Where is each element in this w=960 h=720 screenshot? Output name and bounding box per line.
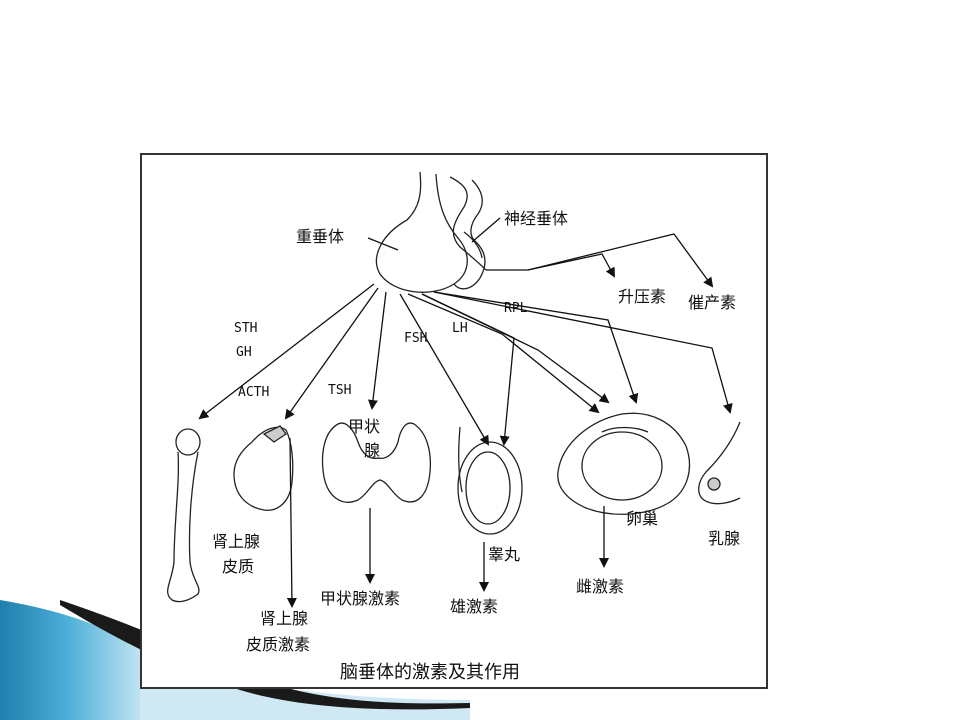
mammary-illustration <box>699 422 740 504</box>
label-product-adrenal-2: 皮质激素 <box>246 635 310 654</box>
label-anterior-lobe: 重垂体 <box>296 227 344 246</box>
label-tsh: TSH <box>328 383 351 398</box>
label-product-estrogen: 雌激素 <box>576 577 624 596</box>
label-fsh: FSH <box>404 331 427 346</box>
label-gh: GH <box>236 345 252 360</box>
label-sth: STH <box>234 321 257 336</box>
leader-posterior <box>472 218 500 242</box>
arrow-rpl-to-mammary <box>434 292 730 412</box>
label-target-mammary: 乳腺 <box>708 529 740 548</box>
arrow-fsh-to-testis <box>400 294 488 444</box>
label-posterior-lobe: 神经垂体 <box>504 209 568 228</box>
label-lh: LH <box>452 321 468 336</box>
diagram-caption: 脑垂体的激素及其作用 <box>340 662 520 683</box>
label-target-ovary: 卵巢 <box>626 509 658 528</box>
label-acth: ACTH <box>238 385 269 400</box>
label-product-adrenal-1: 肾上腺 <box>260 609 308 628</box>
testis-illustration <box>458 427 522 534</box>
diagram-frame: 重垂体 神经垂体 STH GH ACTH TSH FSH LH RPL 升压素 … <box>140 153 768 689</box>
arrow-fsh-to-ovary <box>408 294 598 412</box>
arrow-rpl-to-ovary <box>434 292 636 402</box>
leader-anterior <box>368 238 398 250</box>
label-target-adrenal-2: 皮质 <box>222 557 254 576</box>
pituitary-diagram: 重垂体 神经垂体 STH GH ACTH TSH FSH LH RPL 升压素 … <box>142 155 766 687</box>
label-vasopressin: 升压素 <box>618 287 666 306</box>
label-rpl: RPL <box>504 301 528 316</box>
label-target-thyroid-2: 腺 <box>364 441 380 460</box>
adrenal-illustration <box>234 426 293 510</box>
arrow-adrenal-to-hormone <box>290 438 292 606</box>
label-product-androgen: 雄激素 <box>450 597 498 616</box>
swoosh-blue-band <box>0 600 140 720</box>
arrow-tsh-to-thyroid <box>372 292 386 408</box>
label-target-adrenal-1: 肾上腺 <box>212 532 260 551</box>
label-target-testis: 睾丸 <box>488 545 520 564</box>
ovary-illustration <box>558 413 690 514</box>
arrow-posterior-to-oxytocin <box>528 234 712 286</box>
pituitary-gland-illustration <box>376 172 486 292</box>
label-target-thyroid-1: 甲状 <box>348 417 380 436</box>
label-product-thyroid: 甲状腺激素 <box>320 589 400 608</box>
label-oxytocin: 催产素 <box>688 293 736 312</box>
arrow-acth-to-adrenal <box>286 288 378 418</box>
bone-illustration <box>168 429 200 602</box>
hormone-arrows <box>200 218 730 606</box>
